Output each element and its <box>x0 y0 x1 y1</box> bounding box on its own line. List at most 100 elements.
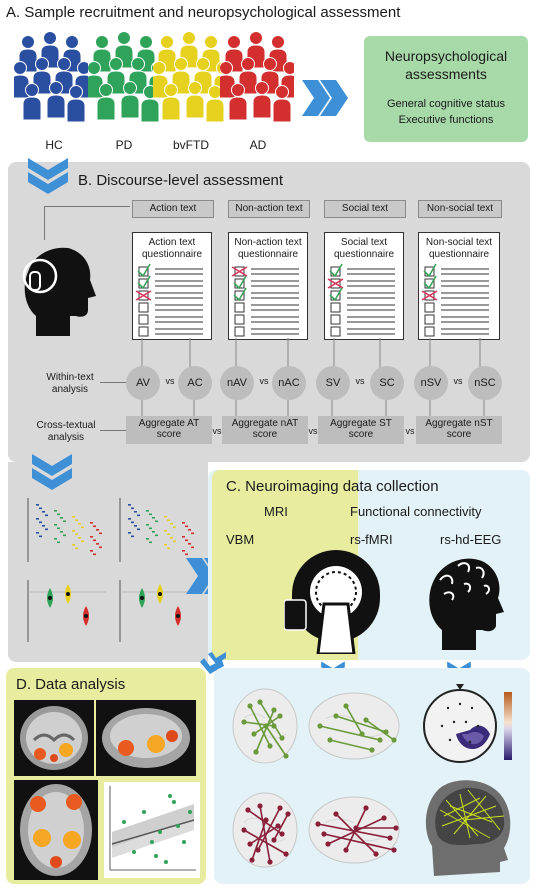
estimation-plots <box>27 498 198 642</box>
data-point <box>182 536 185 538</box>
mri-label: MRI <box>264 504 288 519</box>
data-point <box>173 526 176 529</box>
cross-mark-icon <box>231 266 248 277</box>
network-node <box>245 807 251 813</box>
within-label-2: analysis <box>51 384 89 395</box>
text-label-action: Action text <box>132 200 214 218</box>
questionnaire-social: Social text questionnaire <box>324 232 404 340</box>
circle-nav: nAV <box>220 366 254 400</box>
group-pd <box>88 32 162 128</box>
circle-sv: SV <box>316 366 350 400</box>
checkmark-icon <box>233 275 247 290</box>
eeg-label: rs-hd-EEG <box>440 532 502 547</box>
data-point <box>167 547 170 550</box>
network-node <box>315 821 321 827</box>
data-point <box>54 538 57 540</box>
data-point <box>131 535 134 538</box>
person-icon <box>120 81 140 119</box>
data-point <box>168 794 172 798</box>
connection-edge <box>243 721 275 727</box>
network-node <box>253 749 259 755</box>
data-point <box>132 850 136 854</box>
checkbox-icon <box>138 314 149 325</box>
vbm-label: VBM <box>226 532 255 547</box>
section-b-title: B. Discourse-level assessment <box>78 172 284 189</box>
within-label-1: Within-text <box>46 372 94 383</box>
questionnaire-subtitle: questionnaire <box>141 249 203 260</box>
data-point <box>146 524 149 526</box>
data-point <box>155 534 158 537</box>
aggregate-sublabel: score <box>252 429 278 440</box>
group-hc <box>14 32 88 128</box>
network-node <box>263 817 269 823</box>
person-icon <box>66 85 86 123</box>
data-point <box>191 546 194 549</box>
group-label-pd: PD <box>115 138 133 152</box>
checkmark-icon <box>329 287 343 302</box>
checkbox-icon <box>424 326 435 337</box>
aggregate-nst: Aggregate nST score <box>416 416 502 444</box>
network-node <box>363 805 369 811</box>
data-point <box>167 533 170 536</box>
data-point <box>39 507 42 510</box>
regression-scatter-plot <box>104 782 200 878</box>
brain-coronal-image <box>14 700 94 776</box>
data-point <box>131 507 134 510</box>
data-point <box>158 830 162 834</box>
data-point <box>54 524 57 526</box>
data-point <box>63 520 66 523</box>
circle-nsc: nSC <box>468 366 502 400</box>
checkbox-icon <box>234 326 245 337</box>
cross-mark-icon <box>421 290 438 301</box>
connection-edge <box>255 709 275 753</box>
neuro-item-1: General cognitive status <box>386 98 505 110</box>
data-point <box>149 541 152 544</box>
connector-line <box>100 430 126 431</box>
neuro-item-2: Executive functions <box>398 114 494 126</box>
person-icon <box>88 61 104 99</box>
connector-line <box>44 206 45 240</box>
eeg-3d-head-image <box>425 780 511 876</box>
data-point <box>152 517 155 519</box>
aggregate-nat: Aggregate nAT score <box>222 416 308 444</box>
circle-av: AV <box>126 366 160 400</box>
aggregate-label: Aggregate ST <box>330 418 392 429</box>
questionnaire-action: Action text questionnaire <box>132 232 212 340</box>
neuro-title-2: assessments <box>405 66 487 82</box>
network-node <box>247 703 253 709</box>
connection-edge <box>243 829 287 855</box>
network-node <box>241 719 247 725</box>
network-node <box>267 859 273 865</box>
network-node <box>391 847 397 853</box>
data-point <box>188 543 191 545</box>
network-node <box>373 851 379 857</box>
person-icon <box>272 85 292 123</box>
data-point <box>90 550 93 552</box>
data-point <box>149 513 152 516</box>
data-point <box>173 540 176 543</box>
data-point <box>182 522 185 524</box>
checkmark-icon <box>423 275 437 290</box>
network-node <box>317 723 323 729</box>
data-point <box>134 525 137 527</box>
data-point <box>164 530 167 532</box>
checklist-icon <box>327 263 395 337</box>
group-ad <box>220 32 294 128</box>
data-point <box>60 517 63 519</box>
network-node <box>279 735 285 741</box>
connector-line <box>44 206 130 207</box>
connection-edge <box>335 715 387 733</box>
stats-panel <box>8 462 208 662</box>
checkbox-icon <box>138 326 149 337</box>
network-node <box>279 831 285 837</box>
person-icon <box>22 83 42 121</box>
checklist-icon <box>231 266 299 337</box>
data-point <box>93 553 96 556</box>
person-icon <box>252 81 272 119</box>
person-icon <box>220 61 236 99</box>
group-label-ad: AD <box>249 138 267 152</box>
vs-label: vs <box>212 426 222 436</box>
data-point <box>176 824 180 828</box>
data-point <box>99 532 102 535</box>
network-node <box>343 703 349 709</box>
